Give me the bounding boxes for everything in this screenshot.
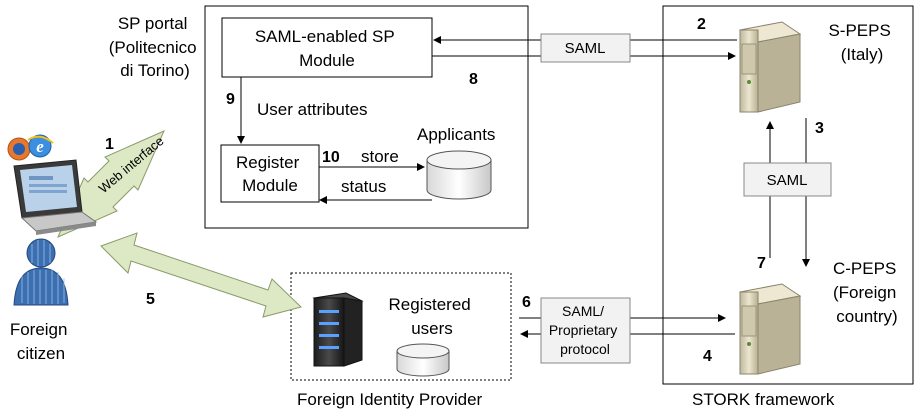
person-icon [13,238,69,306]
svg-text:e: e [36,137,44,156]
step-9: 9 [226,91,235,108]
stork-framework-box [662,5,914,385]
step-4: 4 [703,348,712,365]
applicants-database-icon [426,150,492,200]
user-attributes-label: User attributes [257,100,368,119]
saml-sp-module-label: SAML-enabled SP Module [255,27,399,70]
step-1: 1 [105,136,114,153]
register-module-label: Register Module [236,153,304,195]
saml-box-top [540,33,631,63]
step-10: 10 [322,149,340,166]
step-2: 2 [697,16,706,33]
c-peps-server-icon [738,283,802,375]
step-6: 6 [522,294,531,311]
step-5: 5 [146,291,155,308]
s-peps-label: S-PEPS (Italy) [828,21,895,64]
browser-icons: e [7,134,54,161]
registered-users-database-icon [396,343,450,377]
saml-box-middle-label: SAML [767,172,808,189]
status-label: status [341,177,386,196]
registered-users-label: Registered users [389,295,476,338]
saml-box-top-label: SAML [565,40,606,57]
step-3: 3 [815,120,824,137]
identity-provider-box [290,272,512,381]
applicants-label: Applicants [417,125,495,144]
laptop-icon [13,159,98,235]
sp-portal-title: SP portal (Politecnico di Torino) [109,14,202,80]
step-7: 7 [757,255,766,272]
citizen-idp-arrow [100,232,302,318]
c-peps-label: C-PEPS (Foreign country) [833,259,901,326]
step-8: 8 [469,71,478,88]
idp-server-icon [312,292,364,367]
saml-proprietary-box [540,297,631,364]
identity-provider-caption: Foreign Identity Provider [297,390,483,409]
sp-portal-box [204,5,529,229]
register-module-box [220,144,320,203]
saml-box-middle [743,162,832,197]
stork-framework-caption: STORK framework [692,390,835,409]
foreign-citizen-label: Foreign citizen [10,320,72,363]
s-peps-server-icon [738,21,802,113]
saml-sp-module-box [221,17,433,78]
saml-proprietary-label: SAML/ Proprietary protocol [549,303,621,357]
store-label: store [361,147,399,166]
